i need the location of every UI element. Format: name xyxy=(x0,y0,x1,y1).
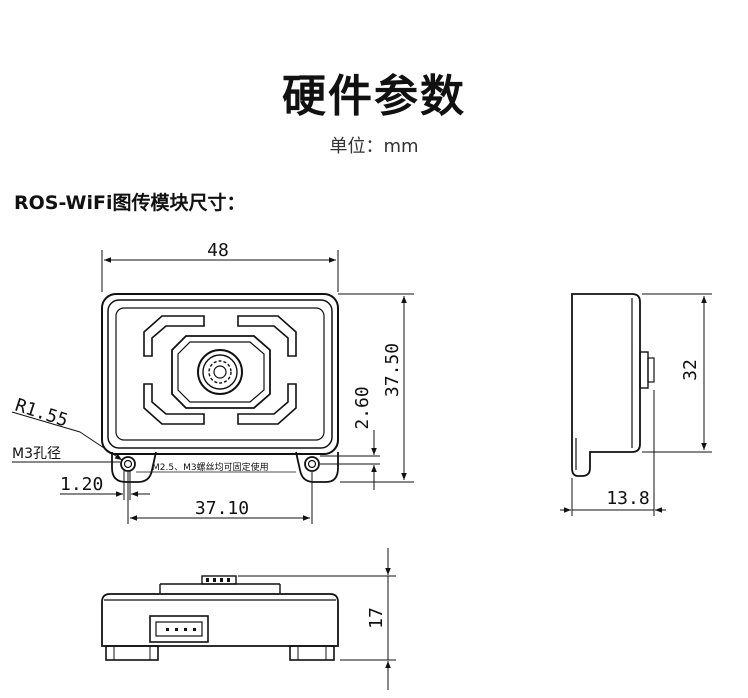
lens-center xyxy=(213,365,227,379)
dim-hole-spacing-label: 37.10 xyxy=(195,498,249,519)
bottom-view xyxy=(101,575,339,661)
bottom-body xyxy=(101,593,339,647)
left-mount-hole xyxy=(120,456,136,472)
dim-hole-offset-label: 2.60 xyxy=(352,386,373,429)
unit-label: 单位：mm xyxy=(329,136,419,157)
side-connector xyxy=(639,351,649,389)
bottom-left-foot xyxy=(105,645,159,661)
right-tab xyxy=(295,451,339,483)
front-outer-body xyxy=(101,293,339,455)
side-view xyxy=(571,293,655,477)
dim-hole-spacing xyxy=(127,472,313,524)
radius-leader-underline xyxy=(11,411,81,433)
hole-label: M3孔径 xyxy=(12,446,61,462)
side-body xyxy=(571,293,641,477)
radius-label: R1.55 xyxy=(12,395,70,432)
dim-side-depth-label: 13.8 xyxy=(606,488,649,509)
front-inner-border xyxy=(107,299,333,449)
dim-side-depth xyxy=(560,390,666,516)
screw-note: M2.5、M3螺丝均可固定使用 xyxy=(152,461,269,473)
section-title: ROS-WiFi图传模块尺寸： xyxy=(14,192,246,214)
bottom-port-pins xyxy=(166,628,196,631)
side-connector-pins xyxy=(647,357,655,383)
bracket-bottom-left xyxy=(143,383,205,425)
dim-side-height-label: 32 xyxy=(680,359,701,381)
bottom-connector-teeth xyxy=(206,578,230,582)
right-mount-hole-inner xyxy=(307,459,317,469)
dim-edge-offset xyxy=(60,470,150,500)
lens-octagon-inner xyxy=(177,341,265,403)
radius-leader xyxy=(79,431,123,461)
bottom-port xyxy=(149,615,209,643)
dim-hole-offset xyxy=(320,430,380,490)
bottom-cap-sides xyxy=(159,584,281,594)
dim-bottom-height-label: 17 xyxy=(366,607,387,629)
dim-edge-offset-label: 1.20 xyxy=(60,474,103,495)
lens-octagon-outer xyxy=(171,335,271,409)
bracket-top-left xyxy=(143,315,205,357)
bracket-bottom-right xyxy=(237,383,297,425)
front-panel xyxy=(115,307,325,441)
lens-ring xyxy=(202,354,238,390)
bottom-port-inner xyxy=(155,621,203,637)
right-mount-hole xyxy=(304,456,320,472)
dim-height-3750 xyxy=(338,293,414,483)
page-title: 硬件参数 xyxy=(282,71,466,122)
lens-outer xyxy=(197,349,243,395)
lens-gear xyxy=(208,360,232,384)
bottom-right-foot xyxy=(289,645,335,661)
dim-width-48 xyxy=(101,250,339,292)
left-tab xyxy=(111,451,157,483)
dim-width-label: 48 xyxy=(207,240,229,261)
left-mount-hole-inner xyxy=(123,459,133,469)
dim-height-label: 37.50 xyxy=(382,343,403,397)
front-view xyxy=(101,293,339,483)
dim-bottom-height xyxy=(238,548,396,690)
dim-side-height xyxy=(642,293,712,453)
bracket-top-right xyxy=(237,315,297,357)
